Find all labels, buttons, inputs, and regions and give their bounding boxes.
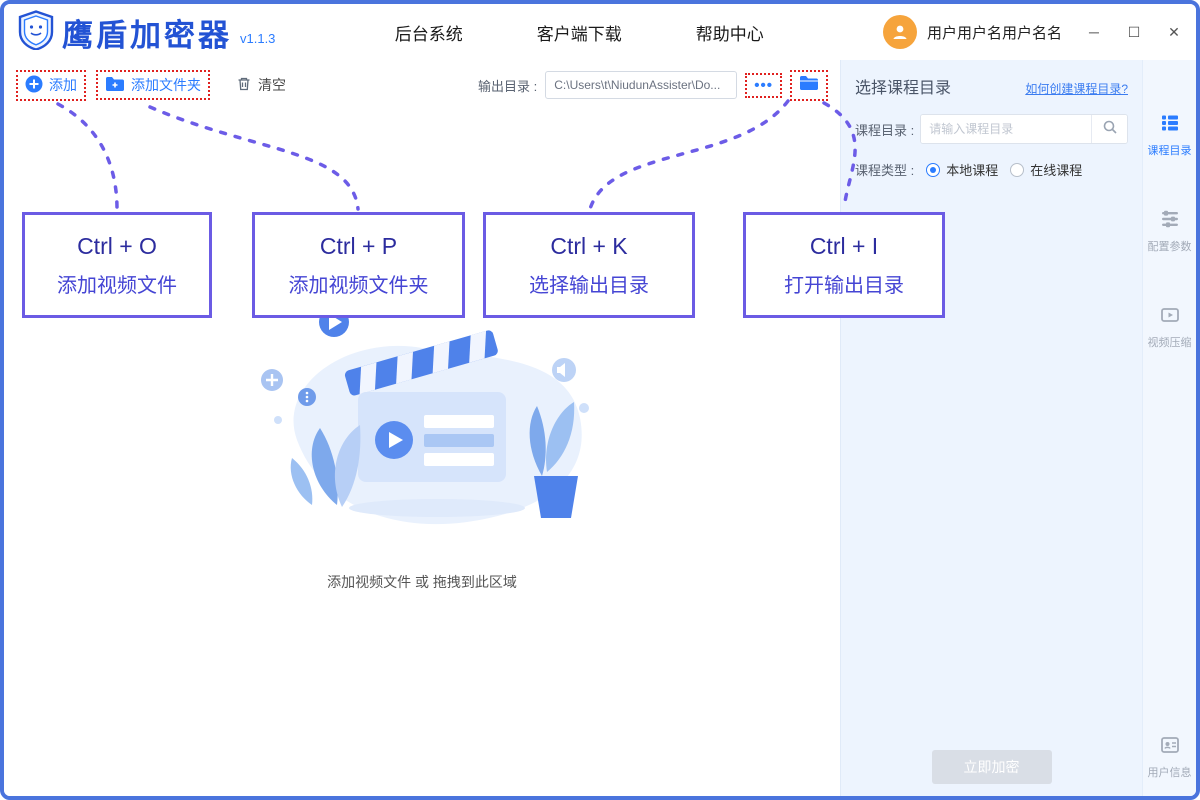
sliders-icon bbox=[1159, 208, 1181, 233]
add-folder-button[interactable]: 添加文件夹 bbox=[96, 70, 210, 100]
course-dir-label: 课程目录 : bbox=[855, 122, 915, 138]
list-icon bbox=[1159, 112, 1181, 137]
course-type-row: 课程类型 : 本地课程 在线课程 bbox=[855, 160, 1128, 179]
drop-illustration bbox=[242, 300, 602, 560]
user-name: 用户用户名用户名名 bbox=[926, 24, 1062, 42]
user-avatar bbox=[882, 15, 917, 49]
top-nav: 后台系统 客户端下载 帮助中心 bbox=[275, 20, 883, 45]
output-directory-label: 输出目录 : bbox=[478, 78, 538, 94]
browse-output-button[interactable]: ••• bbox=[745, 72, 782, 98]
maximize-button[interactable]: ☐ bbox=[1127, 23, 1141, 40]
ellipsis-icon: ••• bbox=[754, 76, 773, 94]
body: 添加 添加文件夹 bbox=[4, 60, 1196, 796]
panel-header: 选择课程目录 如何创建课程目录? bbox=[855, 74, 1128, 98]
nav-help-center[interactable]: 帮助中心 bbox=[695, 24, 764, 44]
folder-icon bbox=[799, 75, 819, 96]
course-panel: 选择课程目录 如何创建课程目录? 课程目录 : bbox=[840, 60, 1142, 796]
plus-circle-icon bbox=[25, 75, 43, 96]
drop-zone[interactable]: 添加视频文件 或 拖拽到此区域 bbox=[4, 110, 840, 796]
panel-title: 选择课程目录 bbox=[855, 80, 952, 97]
clear-button[interactable]: 清空 bbox=[236, 75, 286, 95]
nav-backend-system[interactable]: 后台系统 bbox=[394, 24, 463, 44]
main-column: 添加 添加文件夹 bbox=[4, 60, 840, 796]
radio-online-course[interactable]: 在线课程 bbox=[1010, 160, 1082, 179]
help-create-course-link[interactable]: 如何创建课程目录? bbox=[1025, 82, 1128, 96]
drop-hint-text: 添加视频文件 或 拖拽到此区域 bbox=[327, 574, 517, 590]
radio-unselected-icon bbox=[1010, 162, 1025, 177]
shield-logo-icon bbox=[18, 9, 54, 55]
rail-item-config-params[interactable]: 配置参数 bbox=[1148, 208, 1192, 254]
nav-client-download[interactable]: 客户端下载 bbox=[536, 24, 622, 44]
app-logo: 鹰盾加密器 v1.1.3 bbox=[18, 9, 276, 55]
user-area[interactable]: 用户用户名用户名名 bbox=[882, 15, 1062, 49]
course-type-label: 课程类型 : bbox=[855, 163, 915, 178]
add-file-button[interactable]: 添加 bbox=[16, 69, 86, 101]
window-controls: ─ ☐ ✕ bbox=[1086, 24, 1182, 41]
app-title: 鹰盾加密器 bbox=[62, 17, 232, 53]
course-dir-input[interactable] bbox=[921, 115, 1091, 143]
course-dir-search bbox=[920, 114, 1128, 144]
title-bar: 鹰盾加密器 v1.1.3 后台系统 客户端下载 帮助中心 用户用户名用户名名 ─… bbox=[4, 4, 1196, 60]
search-button[interactable] bbox=[1091, 115, 1127, 143]
rail-item-video-compress[interactable]: 视频压缩 bbox=[1148, 304, 1192, 350]
output-directory-group: 输出目录 : ••• bbox=[478, 69, 828, 101]
trash-icon bbox=[236, 76, 252, 95]
close-button[interactable]: ✕ bbox=[1168, 23, 1180, 40]
output-directory-input[interactable] bbox=[545, 71, 738, 99]
side-rail: 课程目录 配置参数 视 bbox=[1142, 60, 1196, 796]
toolbar: 添加 添加文件夹 bbox=[4, 60, 840, 110]
app-version: v1.1.3 bbox=[240, 30, 276, 46]
radio-selected-icon bbox=[926, 162, 941, 177]
rail-item-course-catalog[interactable]: 课程目录 bbox=[1148, 112, 1192, 158]
minimize-button[interactable]: ─ bbox=[1089, 23, 1099, 40]
folder-plus-icon bbox=[105, 76, 125, 95]
radio-local-course[interactable]: 本地课程 bbox=[926, 160, 998, 179]
video-compress-icon bbox=[1159, 304, 1181, 329]
rail-item-user-info[interactable]: 用户信息 bbox=[1148, 734, 1192, 780]
course-dir-row: 课程目录 : bbox=[855, 114, 1128, 144]
search-icon bbox=[1102, 119, 1118, 140]
open-output-folder-button[interactable] bbox=[790, 69, 828, 101]
user-card-icon bbox=[1159, 734, 1181, 759]
encrypt-now-button[interactable]: 立即加密 bbox=[931, 750, 1052, 784]
